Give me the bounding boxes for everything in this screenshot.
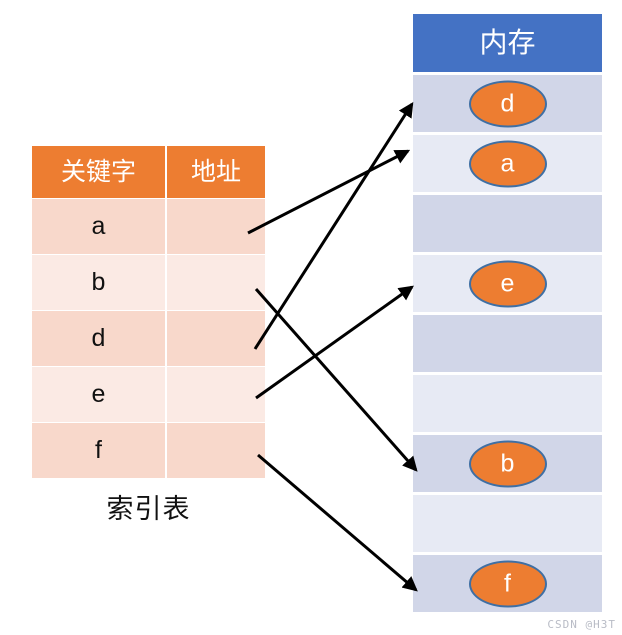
memory-value-ellipse: f bbox=[468, 560, 547, 607]
arrow-e-to-memory bbox=[255, 285, 414, 400]
index-address-cell bbox=[167, 367, 265, 422]
csdn-watermark: CSDN @H3T bbox=[547, 618, 616, 631]
index-address-cell bbox=[167, 423, 265, 478]
table-row: b bbox=[32, 255, 265, 310]
index-table-header-row: 关键字 地址 bbox=[32, 146, 265, 198]
index-key-cell: e bbox=[32, 367, 165, 422]
table-row: a bbox=[32, 199, 265, 254]
memory-value-ellipse: d bbox=[468, 80, 547, 127]
memory-cell: b bbox=[413, 435, 602, 492]
memory-cell: e bbox=[413, 255, 602, 312]
arrow-b-to-memory bbox=[254, 288, 418, 472]
arrow-d-to-memory bbox=[253, 101, 414, 350]
index-address-cell bbox=[167, 199, 265, 254]
memory-value-ellipse: b bbox=[468, 440, 547, 487]
index-address-cell bbox=[167, 255, 265, 310]
index-key-cell: b bbox=[32, 255, 165, 310]
memory-cell bbox=[413, 375, 602, 432]
memory-cell: f bbox=[413, 555, 602, 612]
index-table-header-address: 地址 bbox=[167, 146, 265, 198]
memory-value-ellipse: a bbox=[468, 140, 547, 187]
index-table: 关键字 地址 a b d e f bbox=[32, 146, 265, 478]
table-row: e bbox=[32, 367, 265, 422]
index-key-cell: f bbox=[32, 423, 165, 478]
memory-cell bbox=[413, 495, 602, 552]
memory-cell bbox=[413, 315, 602, 372]
memory-table: 内存 d a e b f bbox=[413, 14, 602, 612]
index-key-cell: d bbox=[32, 311, 165, 366]
arrow-f-to-memory bbox=[257, 453, 418, 592]
memory-cell: a bbox=[413, 135, 602, 192]
index-address-cell bbox=[167, 311, 265, 366]
index-table-caption: 索引表 bbox=[106, 494, 191, 524]
arrow-a-to-memory bbox=[247, 149, 411, 235]
memory-table-header: 内存 bbox=[413, 14, 602, 72]
memory-cell: d bbox=[413, 75, 602, 132]
memory-value-ellipse: e bbox=[468, 260, 547, 307]
table-row: f bbox=[32, 423, 265, 478]
index-table-header-key: 关键字 bbox=[32, 146, 165, 198]
memory-cell bbox=[413, 195, 602, 252]
index-key-cell: a bbox=[32, 199, 165, 254]
table-row: d bbox=[32, 311, 265, 366]
